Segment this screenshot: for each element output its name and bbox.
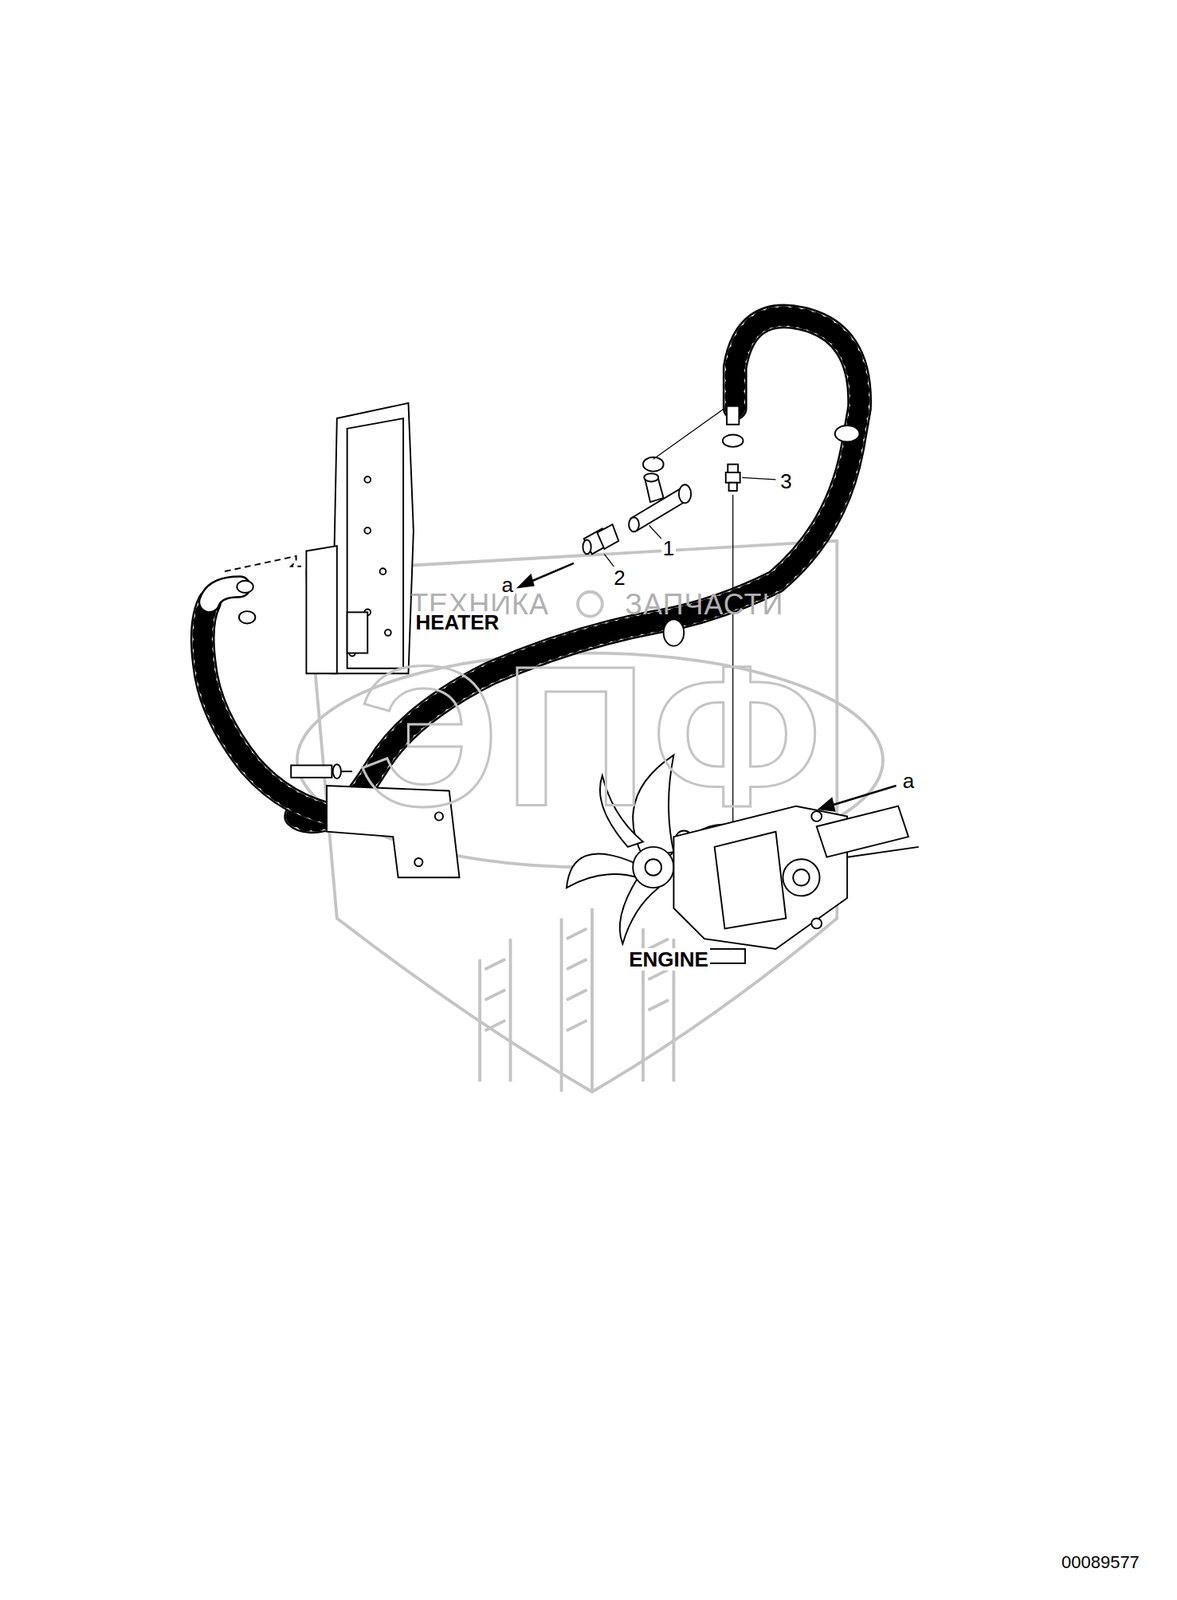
view-reference: a — [901, 769, 916, 793]
callout-number: 3 — [778, 470, 793, 494]
component-label: ENGINE — [627, 948, 711, 972]
hose-clamps — [236, 406, 860, 647]
adapter-fitting — [582, 524, 619, 554]
tee-fitting — [628, 473, 691, 532]
drawing-number: 00089577 — [1061, 1553, 1140, 1573]
callout-number: 1 — [661, 537, 676, 561]
view-reference: a — [499, 573, 514, 597]
temperature-sender — [725, 464, 741, 491]
watermark-text: ЗАПЧАСТИ — [624, 588, 784, 621]
component-label: HEATER — [413, 611, 501, 635]
callout-number: 2 — [612, 566, 627, 590]
watermark-logo: ЭПФ — [357, 627, 828, 847]
